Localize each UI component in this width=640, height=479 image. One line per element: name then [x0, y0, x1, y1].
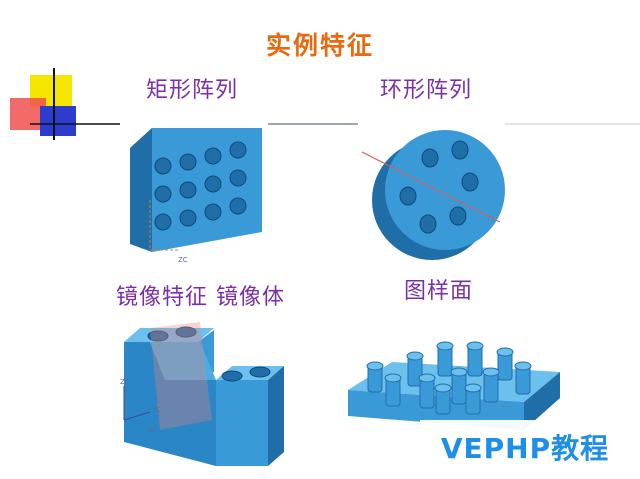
pattern-face-part: [348, 341, 560, 430]
xc-label: XC: [148, 426, 157, 434]
zc-label-bottom: ZC: [120, 378, 130, 386]
slide-title: 实例特征: [265, 31, 374, 60]
zc-label-top: ZC: [178, 256, 188, 264]
label-rect-array: 矩形阵列: [146, 78, 239, 103]
rect-array-part: ZC: [130, 128, 262, 264]
label-mirror: 镜像特征 镜像体: [116, 285, 285, 310]
mirror-part: ZC YC XC: [120, 322, 284, 466]
ring-holes: [399, 140, 479, 234]
corner-logo: [10, 68, 120, 140]
pattern-pegs: [367, 345, 531, 415]
label-ring-array: 环形阵列: [380, 78, 473, 103]
watermark: VEPHP教程: [420, 420, 630, 474]
label-pattern-face: 图样面: [404, 279, 474, 304]
yc-label: YC: [151, 406, 161, 414]
rect-holes: [154, 141, 247, 231]
ring-array-part: [361, 130, 505, 260]
